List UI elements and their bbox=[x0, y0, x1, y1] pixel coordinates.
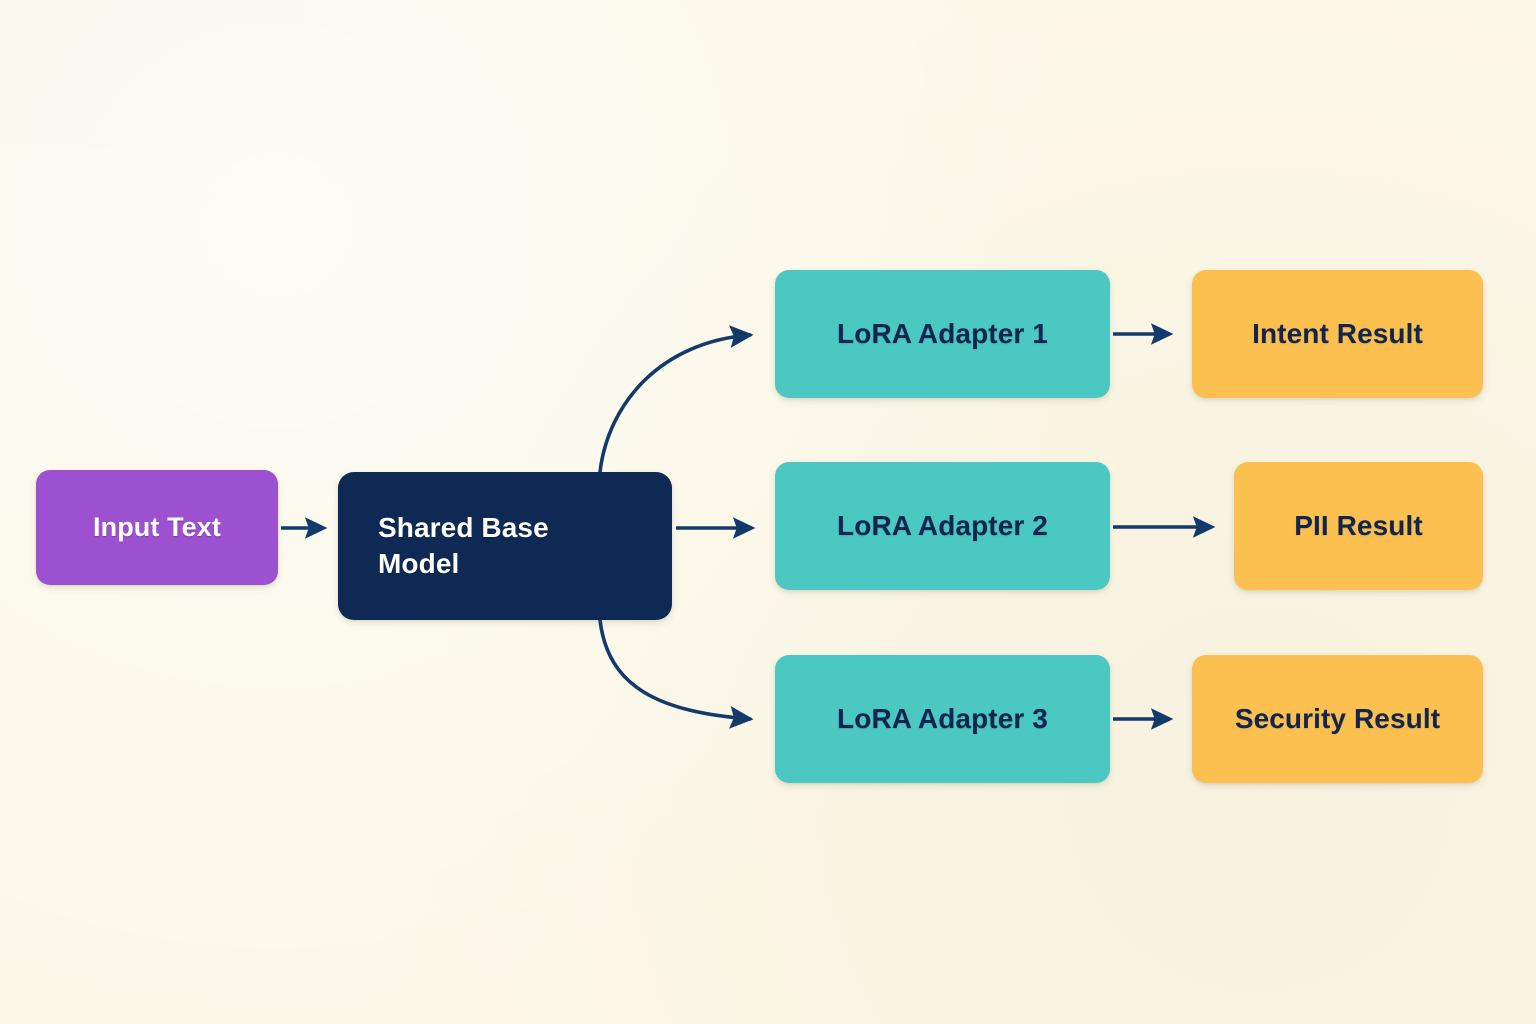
node-lora-adapter-1-label: LoRA Adapter 1 bbox=[837, 318, 1048, 350]
node-input-text[interactable]: Input Text bbox=[36, 470, 278, 585]
node-input-text-label: Input Text bbox=[93, 512, 221, 543]
node-shared-base-model-label: Shared Base Model bbox=[378, 512, 549, 579]
node-lora-adapter-2-label: LoRA Adapter 2 bbox=[837, 510, 1048, 542]
node-security-result[interactable]: Security Result bbox=[1192, 655, 1483, 783]
node-pii-result-label: PII Result bbox=[1294, 510, 1423, 542]
paper-grain-texture bbox=[0, 0, 300, 150]
edge-base-model-to-adapter-1 bbox=[598, 325, 754, 474]
node-pii-result[interactable]: PII Result bbox=[1234, 462, 1483, 590]
node-lora-adapter-3[interactable]: LoRA Adapter 3 bbox=[775, 655, 1110, 783]
node-shared-base-model[interactable]: Shared Base Model bbox=[338, 472, 672, 620]
node-security-result-label: Security Result bbox=[1234, 703, 1441, 735]
node-lora-adapter-1[interactable]: LoRA Adapter 1 bbox=[775, 270, 1110, 398]
node-lora-adapter-2[interactable]: LoRA Adapter 2 bbox=[775, 462, 1110, 590]
node-intent-result-label: Intent Result bbox=[1252, 318, 1423, 350]
node-lora-adapter-3-label: LoRA Adapter 3 bbox=[837, 703, 1048, 735]
node-intent-result[interactable]: Intent Result bbox=[1192, 270, 1483, 398]
edge-base-model-to-adapter-3 bbox=[598, 618, 754, 729]
